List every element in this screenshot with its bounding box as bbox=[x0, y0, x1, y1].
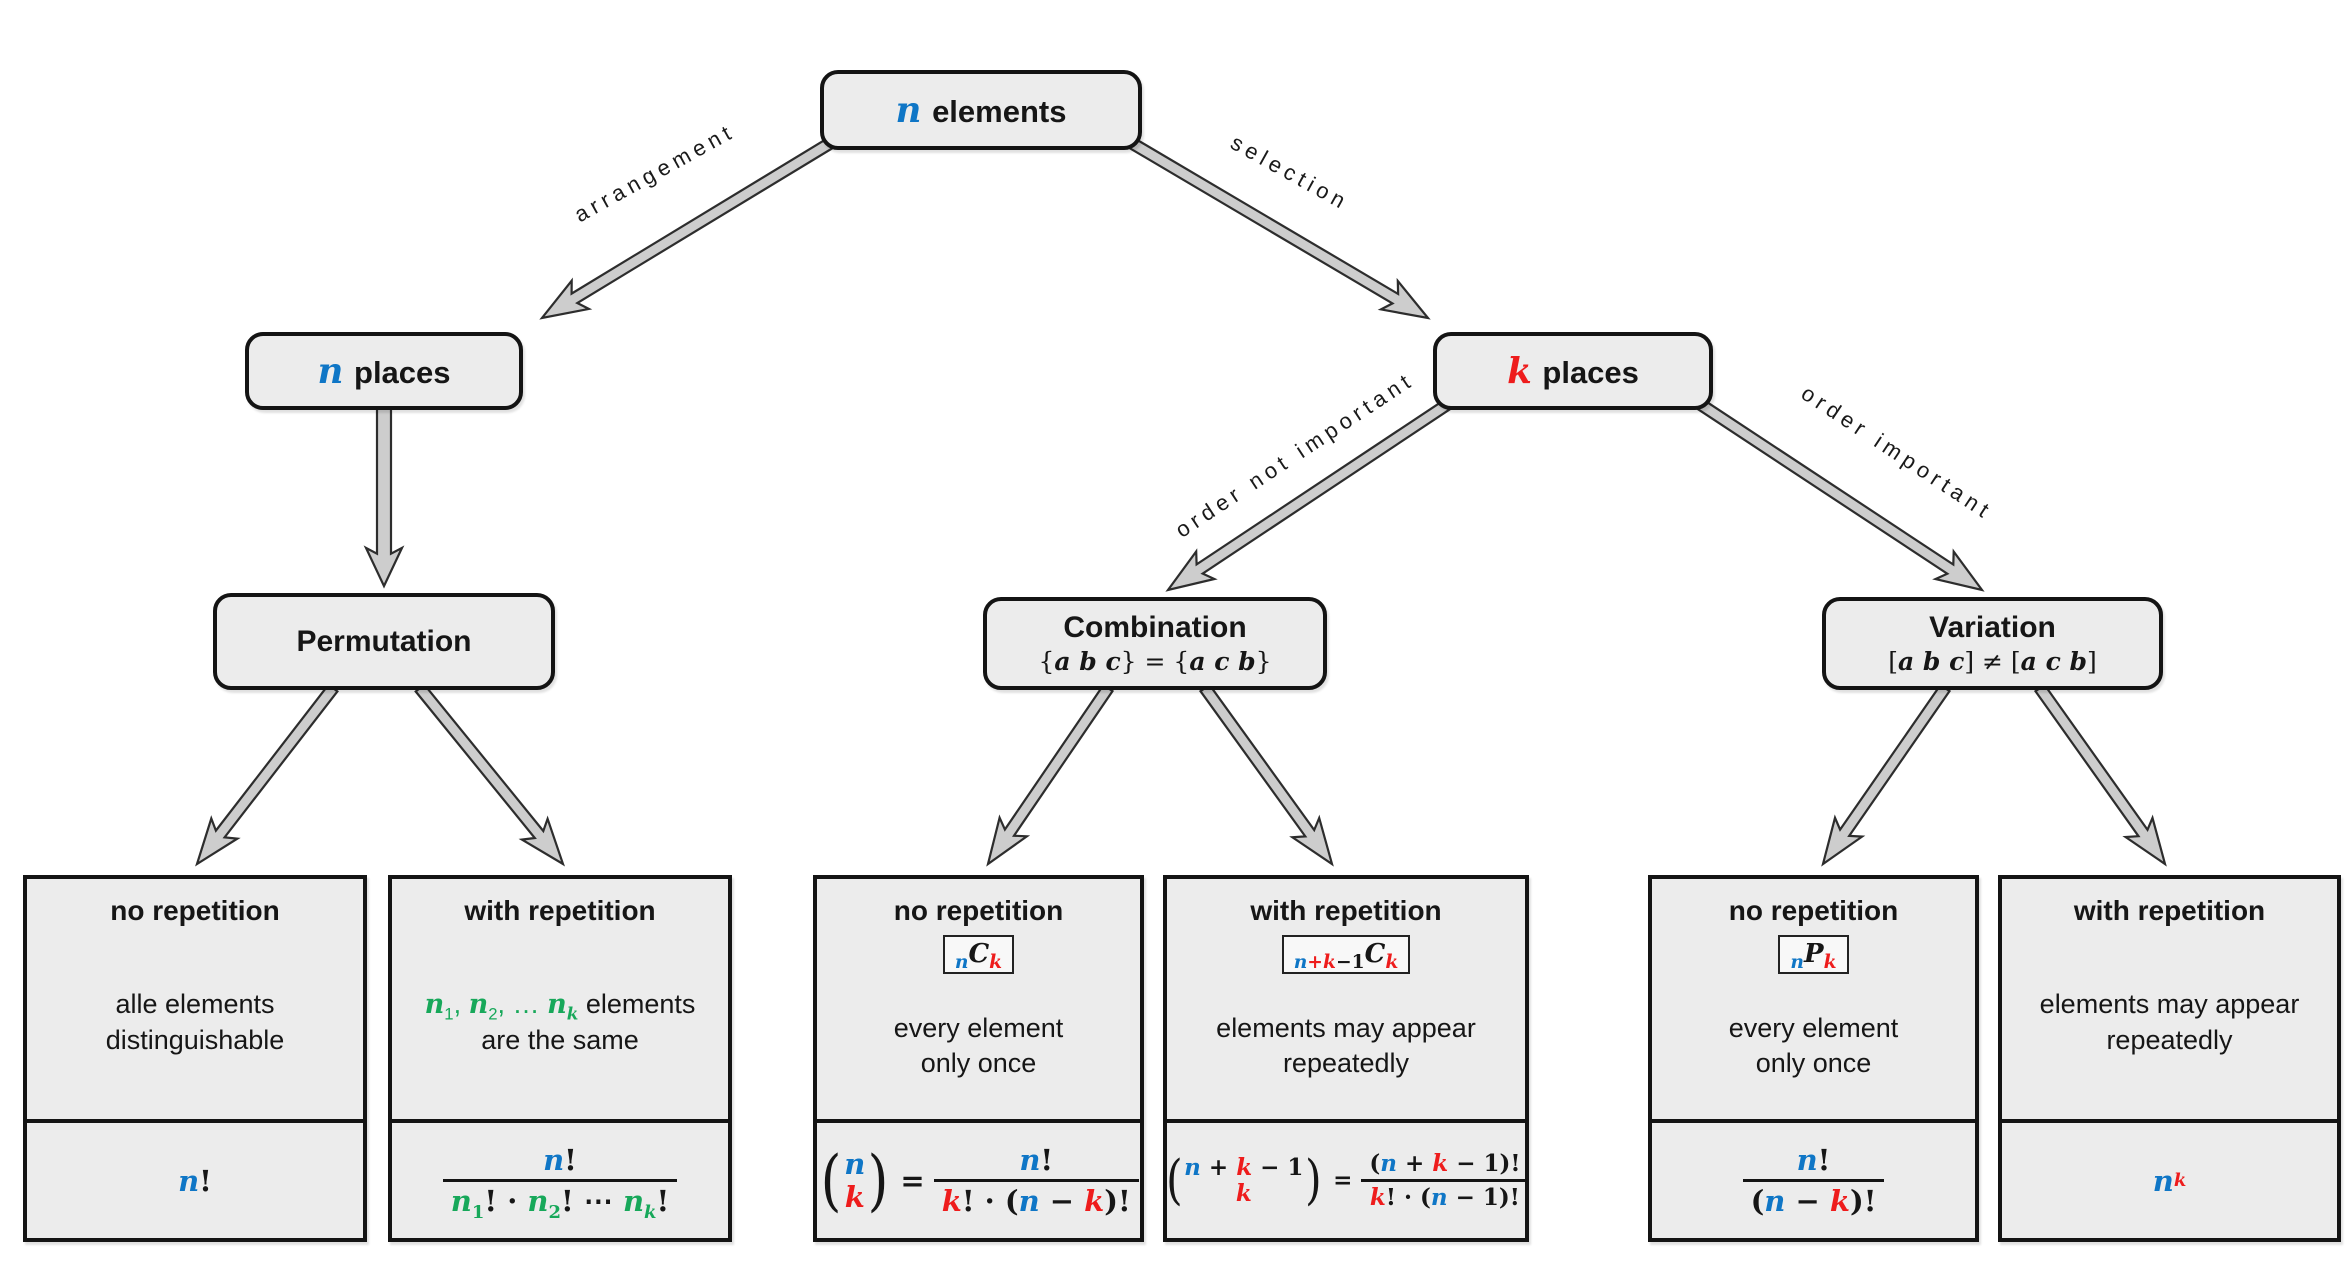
leaf-top: no repetition nCk every element only onc… bbox=[817, 879, 1140, 1119]
leaf-top: no repetition alle elements distinguisha… bbox=[27, 879, 363, 1119]
arrow-root-to-n-places bbox=[539, 135, 837, 320]
leaf-top: with repetition elements may appear repe… bbox=[2002, 879, 2337, 1119]
leaf-title: no repetition bbox=[893, 895, 1064, 926]
leaf-permutation-no-repetition: no repetition alle elements distinguisha… bbox=[23, 875, 367, 1242]
arrow-permutation-to-leaf-0 bbox=[195, 683, 339, 867]
node-combination: Combination {a b c} = {a c b} bbox=[983, 597, 1327, 690]
leaf-description-line1: n1, n2, … nk elements bbox=[424, 989, 696, 1024]
leaf-description: elements may appear repeatedly bbox=[1216, 974, 1476, 1120]
formula-badge: nCk bbox=[942, 935, 1015, 974]
leaf-title: with repetition bbox=[464, 895, 656, 926]
arrow-permutation-to-leaf-1 bbox=[414, 682, 566, 867]
node-variation-subtitle: [a b c] ≠ [a c b] bbox=[1888, 647, 2097, 676]
leaf-description-line1: every element bbox=[893, 1012, 1064, 1043]
leaf-description-line2: distinguishable bbox=[105, 1025, 285, 1055]
leaf-description: alle elements distinguishable bbox=[106, 927, 285, 1119]
node-variation: Variation [a b c] ≠ [a c b] bbox=[1822, 597, 2163, 690]
leaf-description-line2: repeatedly bbox=[2106, 1025, 2233, 1055]
leaf-description-line2: only once bbox=[920, 1048, 1037, 1079]
leaf-formula-section: n!(n − k)! bbox=[1652, 1119, 1975, 1238]
arrow-variation-to-leaf-4 bbox=[1821, 683, 1952, 867]
leaf-title: with repetition bbox=[1250, 895, 1442, 926]
leaf-permutation-with-repetition: with repetition n1, n2, … nk elements ar… bbox=[388, 875, 732, 1242]
leaf-formula: n! bbox=[178, 1163, 212, 1198]
leaf-description-line1: alle elements bbox=[115, 989, 275, 1020]
leaf-top: with repetition n+k−1Ck elements may app… bbox=[1167, 879, 1525, 1119]
leaf-top: with repetition n1, n2, … nk elements ar… bbox=[392, 879, 728, 1119]
leaf-title: no repetition bbox=[110, 895, 280, 926]
leaf-top: no repetition nPk every element only onc… bbox=[1652, 879, 1975, 1119]
node-n-places: n places bbox=[245, 332, 523, 410]
leaf-description-line2: are the same bbox=[481, 1025, 639, 1055]
leaf-description-line2: repeatedly bbox=[1282, 1048, 1410, 1079]
arrow-variation-to-leaf-5 bbox=[2033, 683, 2167, 867]
leaf-formula: n!n1! · n2! ⋯ nk! bbox=[442, 1143, 678, 1221]
arrow-n-places-to-permutation bbox=[363, 406, 405, 589]
leaf-formula-section: n!n1! · n2! ⋯ nk! bbox=[392, 1119, 728, 1238]
arrow-root-to-k-places bbox=[1125, 135, 1431, 320]
node-n-places-label: n places bbox=[317, 350, 451, 392]
leaf-title: with repetition bbox=[2073, 895, 2266, 926]
formula-badge: nPk bbox=[1778, 935, 1849, 974]
node-k-places: k places bbox=[1433, 332, 1713, 410]
leaf-variation-no-repetition: no repetition nPk every element only onc… bbox=[1648, 875, 1979, 1242]
leaf-description-line1: every element bbox=[1728, 1012, 1899, 1043]
node-n-elements: n elements bbox=[820, 70, 1142, 150]
node-permutation-title: Permutation bbox=[296, 625, 472, 658]
leaf-description: elements may appear repeatedly bbox=[2040, 927, 2300, 1119]
arrow-combination-to-leaf-3 bbox=[1198, 683, 1334, 867]
leaf-formula: n!(n − k)! bbox=[1742, 1143, 1885, 1218]
leaf-description: n1, n2, … nk elements are the same bbox=[425, 927, 696, 1119]
leaf-combination-no-repetition: no repetition nCk every element only onc… bbox=[813, 875, 1144, 1242]
leaf-description-line2: only once bbox=[1755, 1048, 1872, 1079]
node-combination-subtitle: {a b c} = {a c b} bbox=[1038, 647, 1272, 676]
node-combination-title: Combination bbox=[1063, 611, 1247, 644]
leaf-combination-with-repetition: with repetition n+k−1Ck elements may app… bbox=[1163, 875, 1529, 1242]
leaf-description-line1: elements may appear bbox=[1216, 1012, 1476, 1043]
node-n-elements-label: n elements bbox=[895, 89, 1067, 131]
arrow-combination-to-leaf-2 bbox=[986, 683, 1115, 867]
formula-badge: n+k−1Ck bbox=[1281, 935, 1411, 974]
arrow-k-places-to-variation bbox=[1695, 397, 1985, 592]
leaf-variation-with-repetition: with repetition elements may appear repe… bbox=[1998, 875, 2341, 1242]
leaf-description: every element only once bbox=[894, 974, 1064, 1120]
leaf-description: every element only once bbox=[1729, 974, 1899, 1120]
leaf-description-line1: elements may appear bbox=[2039, 989, 2300, 1020]
leaf-title: no repetition bbox=[1728, 895, 1899, 926]
arrow-k-places-to-combination bbox=[1165, 397, 1453, 592]
leaf-formula-section: n! bbox=[27, 1119, 363, 1238]
node-k-places-label: k places bbox=[1507, 350, 1639, 392]
node-permutation: Permutation bbox=[213, 593, 555, 690]
node-variation-title: Variation bbox=[1929, 611, 2056, 644]
